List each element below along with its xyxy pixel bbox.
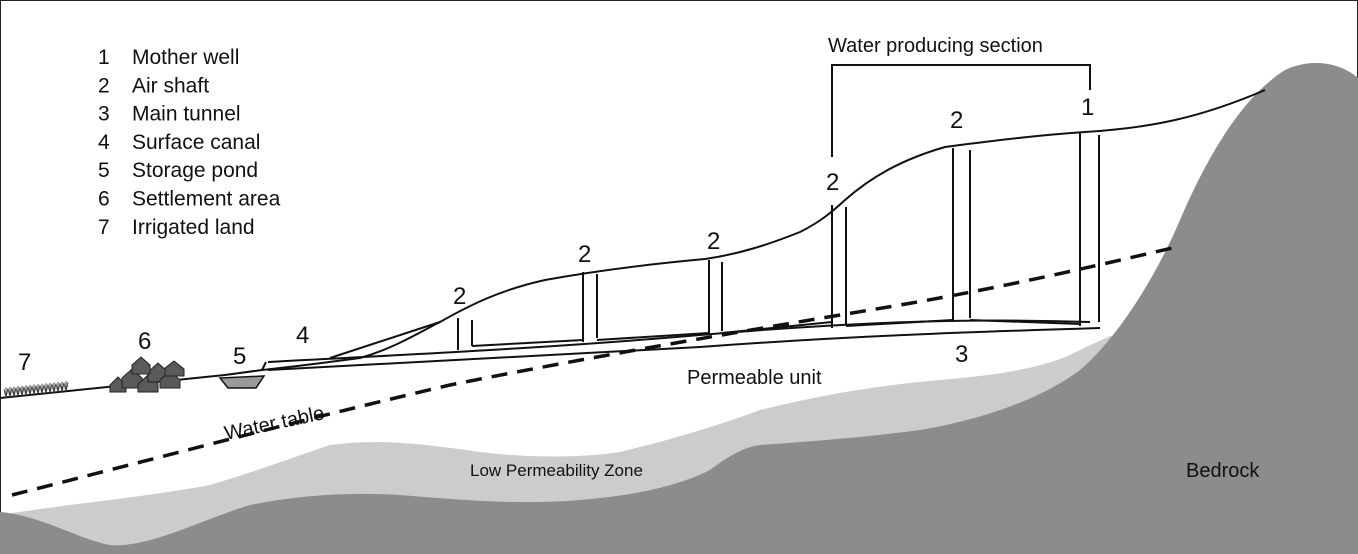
grass-tuft: [15, 386, 21, 397]
marker-settlement-area: 6: [138, 328, 151, 355]
legend-label: Settlement area: [132, 188, 281, 211]
grass-tuft: [35, 384, 41, 395]
storage-pond-shape: [218, 375, 266, 389]
marker-irrigated-land: 7: [18, 349, 31, 376]
marker-air-shaft-3: 2: [578, 241, 591, 268]
air-shaft-6: [1079, 133, 1100, 326]
grass-tuft: [51, 382, 57, 393]
air-shaft-4: [831, 205, 847, 328]
grass-tuft: [27, 384, 33, 396]
grass-tuft: [39, 383, 45, 394]
low-permeability-zone-label: Low Permeability Zone: [470, 461, 643, 480]
shaft-connectors: [471, 319, 1081, 347]
grass-tuft: [19, 385, 25, 396]
marker-air-shaft-4: 2: [707, 228, 720, 255]
settlement-houses: [109, 356, 185, 393]
air-shaft-3: [708, 260, 723, 335]
legend-label: Air shaft: [132, 74, 209, 97]
legend: 1 Mother well 2 Air shaft 3 Main tunnel 4 Surfa…: [98, 46, 281, 239]
grass-tuft: [31, 384, 37, 395]
legend-number: 5: [98, 159, 110, 182]
main-tunnel-bottom: [267, 327, 1101, 371]
legend-number: 6: [98, 188, 110, 211]
legend-number: 3: [98, 103, 110, 126]
legend-label: Storage pond: [132, 159, 258, 182]
grass-tuft: [47, 382, 53, 394]
legend-number: 1: [98, 46, 110, 69]
legend-label: Surface canal: [132, 131, 260, 154]
canal-step: [261, 361, 267, 371]
legend-label: Mother well: [132, 46, 239, 69]
air-shaft-5: [952, 148, 971, 322]
water-table: [11, 246, 1173, 497]
legend-label: Main tunnel: [132, 103, 241, 126]
irrigated-land-grass: [3, 381, 69, 398]
marker-mother-well: 1: [1081, 94, 1094, 121]
legend-number: 4: [98, 131, 110, 154]
grass-tuft: [63, 381, 69, 392]
marker-air-shaft-2: 2: [453, 283, 466, 310]
water-producing-bracket: [831, 64, 1091, 157]
grass-tuft: [59, 381, 65, 392]
grass-tuft: [7, 386, 13, 398]
marker-main-tunnel: 3: [955, 341, 968, 368]
surface-canal: [329, 321, 441, 359]
legend-label: Irrigated land: [132, 216, 255, 239]
marker-air-shaft-5: 2: [826, 169, 839, 196]
grass-tuft: [11, 386, 17, 397]
air-shaft-2: [582, 272, 598, 342]
legend-number: 2: [98, 74, 110, 97]
marker-air-shaft-6: 2: [950, 107, 963, 134]
marker-storage-pond: 5: [233, 343, 246, 370]
bedrock-label: Bedrock: [1186, 460, 1260, 482]
bedrock: [0, 63, 1358, 554]
water-producing-section-label: Water producing section: [828, 35, 1043, 57]
grass-tuft: [55, 382, 61, 393]
legend-number: 7: [98, 216, 110, 239]
permeable-unit-label: Permeable unit: [687, 367, 822, 389]
marker-surface-canal: 4: [296, 322, 309, 349]
air-shafts: [457, 133, 1100, 350]
air-shaft-1: [457, 318, 473, 350]
grass-tuft: [23, 385, 29, 396]
ground-surface: [0, 89, 1266, 399]
grass-tuft: [3, 387, 9, 398]
grass-tuft: [43, 383, 49, 394]
